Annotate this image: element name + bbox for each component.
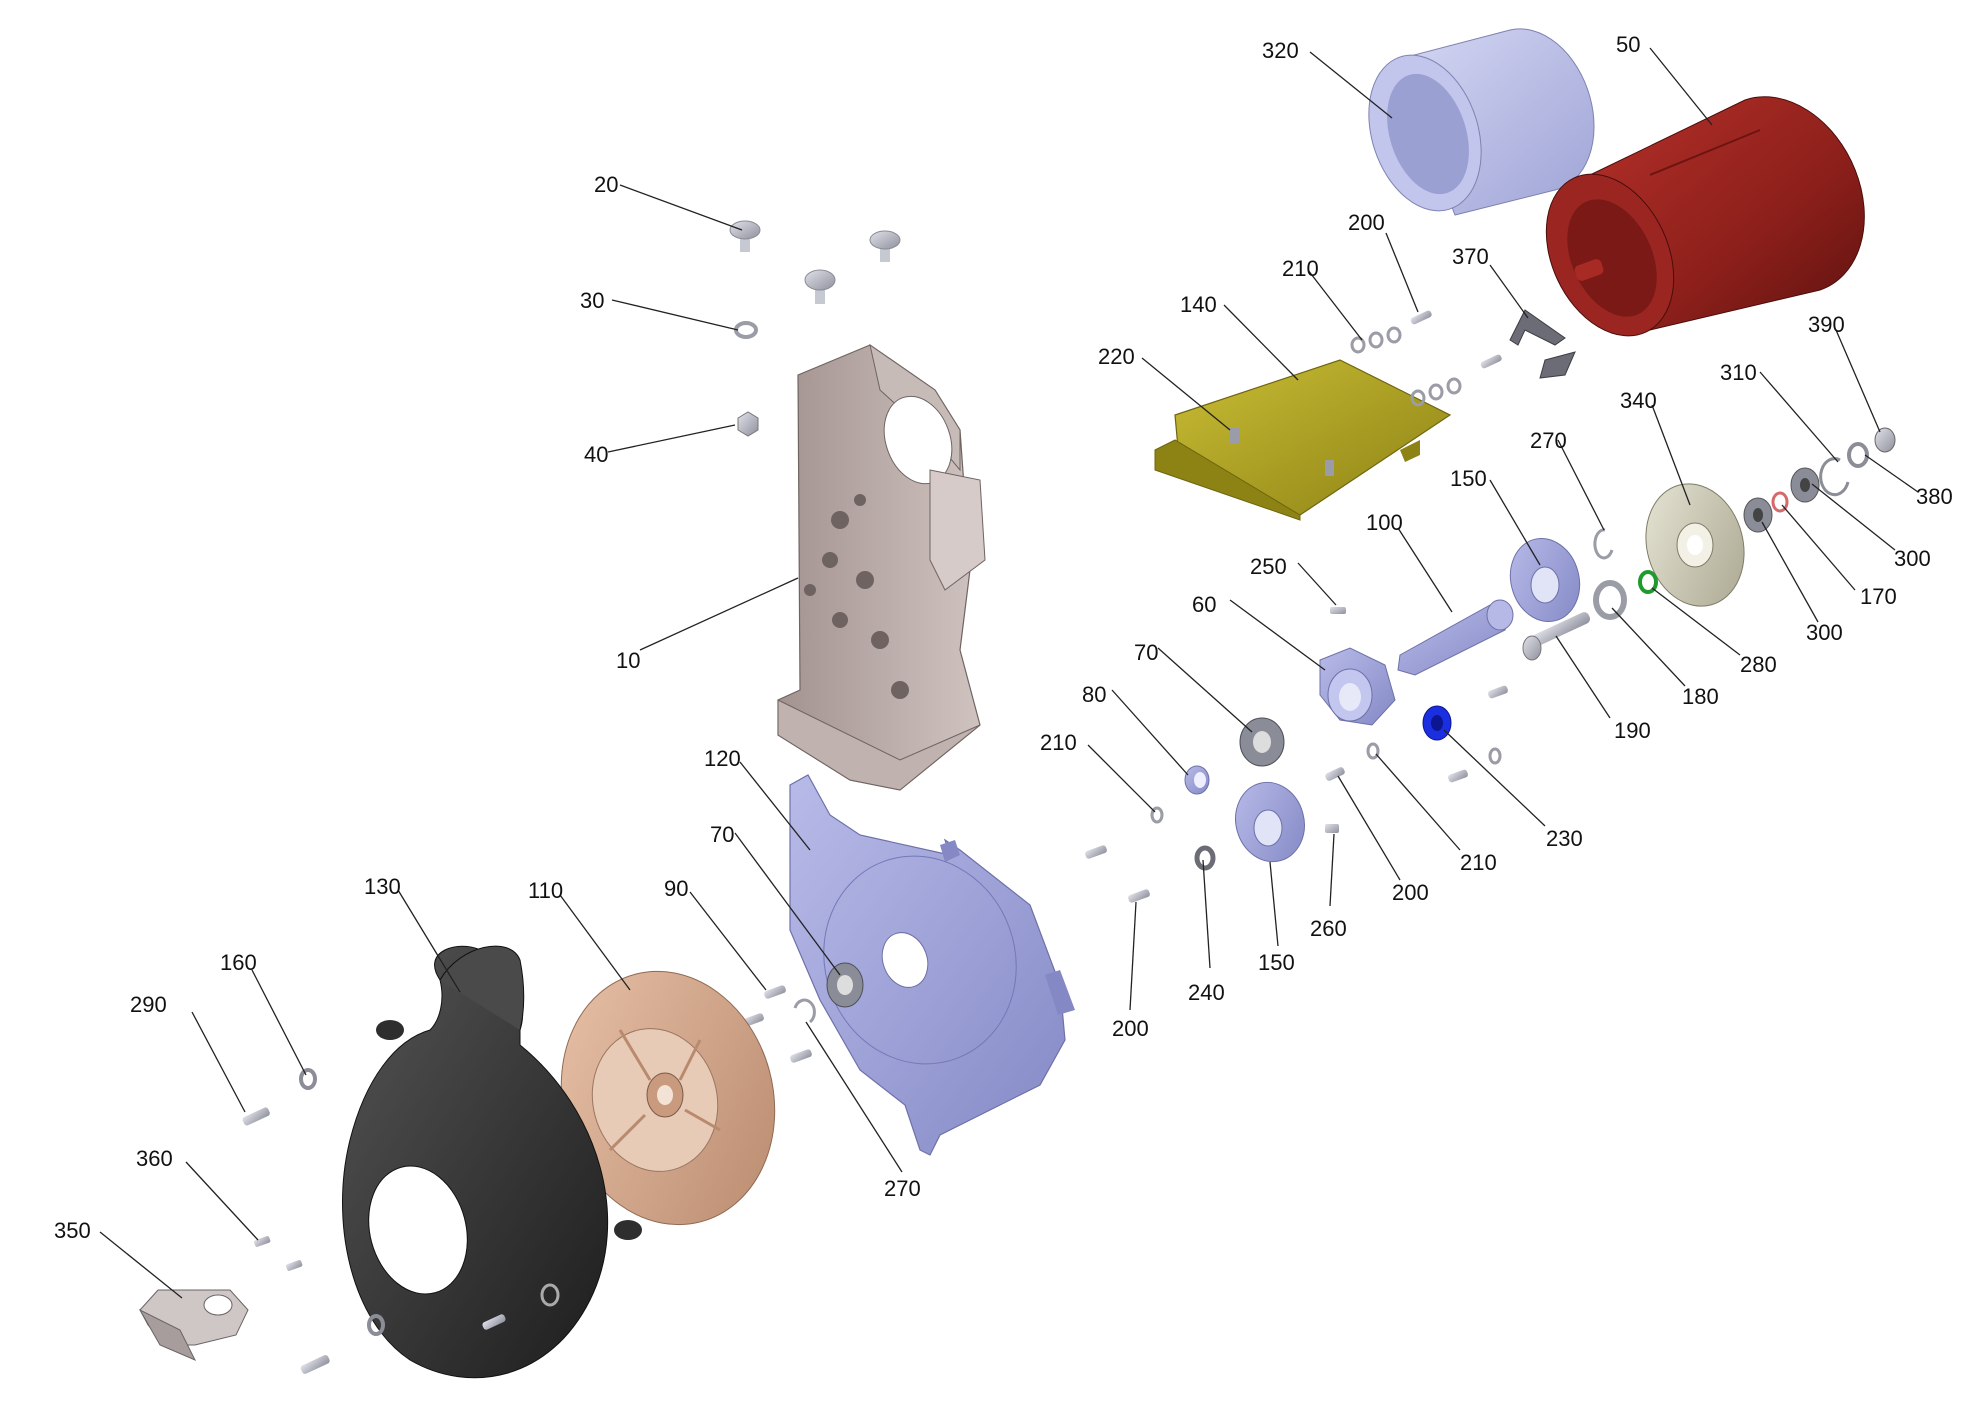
part-rear-stack — [1743, 427, 1896, 533]
part-60-housing — [1319, 647, 1396, 726]
part-150-bearing-upper — [1509, 537, 1581, 623]
part-40-nut — [737, 411, 759, 437]
callout-70-lower: 70 — [710, 822, 734, 847]
part-20-bolts — [729, 220, 901, 304]
callout-20: 20 — [594, 172, 618, 197]
callout-150-lower: 150 — [1258, 950, 1295, 975]
callout-240: 240 — [1188, 980, 1225, 1005]
part-10-frame — [777, 343, 986, 791]
callout-190: 190 — [1614, 718, 1651, 743]
part-70-bearing-lower — [826, 962, 864, 1008]
callout-200-mid: 200 — [1392, 880, 1429, 905]
callout-130: 130 — [364, 874, 401, 899]
part-320-sleeve — [1368, 28, 1595, 216]
callout-250: 250 — [1250, 554, 1287, 579]
part-50-motor — [1545, 96, 1865, 337]
part-100-shaft — [1397, 599, 1514, 676]
callout-90: 90 — [664, 876, 688, 901]
part-200-210-hardware-upper — [1350, 310, 1502, 407]
callout-360: 360 — [136, 1146, 173, 1171]
callout-230: 230 — [1546, 826, 1583, 851]
part-130-volute — [342, 945, 642, 1379]
part-180-washer — [1593, 580, 1627, 620]
callout-50: 50 — [1616, 32, 1640, 57]
part-340-pulley — [1645, 483, 1745, 607]
callout-140: 140 — [1180, 292, 1217, 317]
callout-290: 290 — [130, 992, 167, 1017]
callout-10: 10 — [616, 648, 640, 673]
callout-210-mid: 210 — [1040, 730, 1077, 755]
callout-370: 370 — [1452, 244, 1489, 269]
part-270-circlip-lower — [793, 998, 816, 1024]
callout-320: 320 — [1262, 38, 1299, 63]
part-30-washer — [734, 321, 758, 339]
callout-270-upper: 270 — [1530, 428, 1567, 453]
callout-380: 380 — [1916, 484, 1953, 509]
part-160-washer — [299, 1068, 317, 1090]
callout-170: 170 — [1860, 584, 1897, 609]
callout-labels: 320 50 20 200 370 210 140 30 390 220 310… — [54, 32, 1953, 1243]
callout-200-top: 200 — [1348, 210, 1385, 235]
callout-220: 220 — [1098, 344, 1135, 369]
part-350-bracket — [138, 1289, 249, 1361]
parts-layer — [138, 28, 1896, 1379]
part-70-bearing-upper — [1239, 717, 1285, 767]
callout-270-lower: 270 — [884, 1176, 921, 1201]
callout-120: 120 — [704, 746, 741, 771]
callout-160: 160 — [220, 950, 257, 975]
callout-210-right: 210 — [1460, 850, 1497, 875]
part-80-ring — [1184, 765, 1210, 795]
callout-40: 40 — [584, 442, 608, 467]
part-150-bearing-lower — [1235, 781, 1305, 863]
callout-300-right: 300 — [1894, 546, 1931, 571]
callout-310: 310 — [1720, 360, 1757, 385]
part-washer-lower — [367, 1314, 385, 1336]
callout-300-lower: 300 — [1806, 620, 1843, 645]
callout-30: 30 — [580, 288, 604, 313]
callout-390: 390 — [1808, 312, 1845, 337]
callout-260: 260 — [1310, 916, 1347, 941]
part-140-plate — [1154, 359, 1452, 521]
leader-lines — [99, 47, 1919, 1299]
callout-150-upper: 150 — [1450, 466, 1487, 491]
part-360-screws — [254, 1236, 303, 1271]
part-290-bolt — [242, 1107, 270, 1126]
part-120-backplate — [789, 774, 1075, 1156]
callout-60: 60 — [1192, 592, 1216, 617]
callout-200-lower: 200 — [1112, 1016, 1149, 1041]
callout-180: 180 — [1682, 684, 1719, 709]
part-250-key — [1330, 607, 1346, 614]
part-370-bracket — [1509, 309, 1576, 379]
part-small-hardware-mid — [1085, 685, 1508, 903]
callout-340: 340 — [1620, 388, 1657, 413]
part-bolt-lower — [300, 1355, 330, 1374]
part-230-spacer — [1422, 705, 1452, 741]
callout-110: 110 — [528, 878, 563, 903]
callout-350: 350 — [54, 1218, 91, 1243]
callout-280: 280 — [1740, 652, 1777, 677]
callout-100: 100 — [1366, 510, 1403, 535]
callout-210-top: 210 — [1282, 256, 1319, 281]
part-270-circlip-upper — [1593, 528, 1614, 560]
part-190-pin — [1522, 612, 1590, 661]
part-280-oring — [1638, 570, 1658, 594]
callout-70-upper: 70 — [1134, 640, 1158, 665]
callout-80: 80 — [1082, 682, 1106, 707]
part-110-impeller — [560, 970, 776, 1226]
